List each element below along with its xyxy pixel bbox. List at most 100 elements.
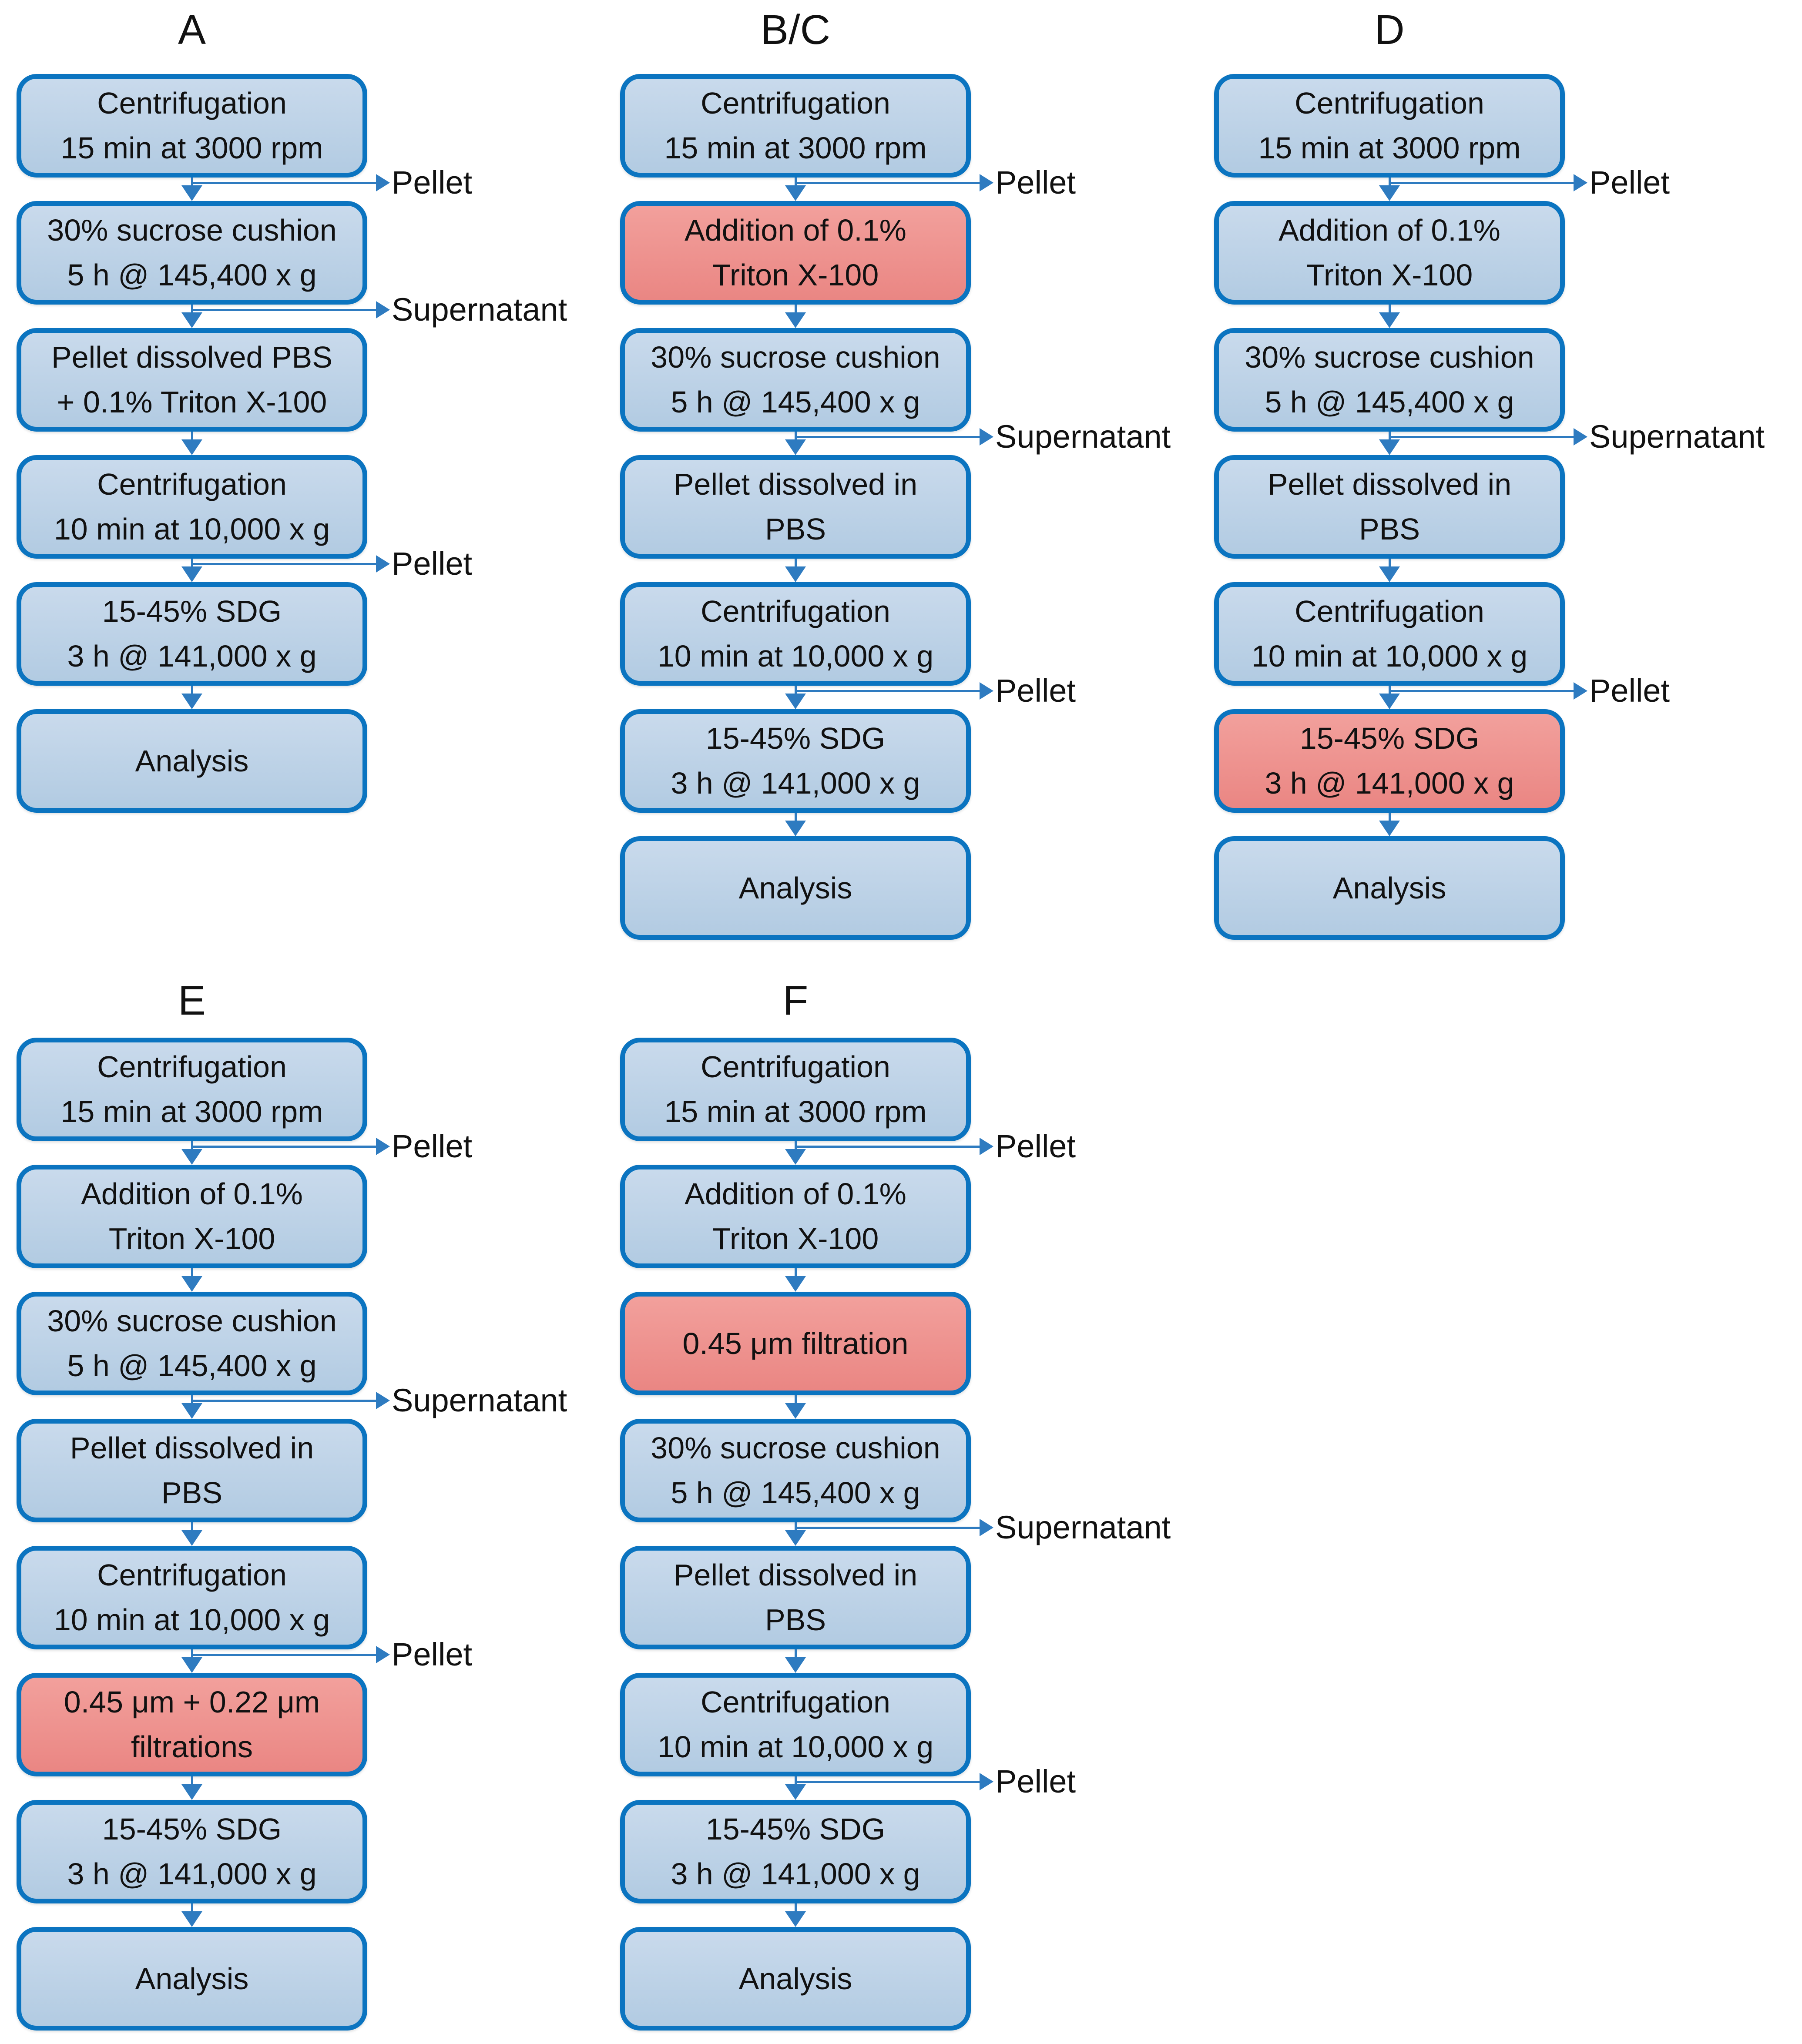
branch-arrowhead-icon <box>1574 174 1587 191</box>
step-line: Addition of 0.1% <box>685 1177 906 1211</box>
step-line: PBS <box>161 1476 223 1510</box>
branch-line <box>795 1781 980 1783</box>
branch-line <box>192 309 376 311</box>
step-line: 15 min at 3000 rpm <box>60 131 323 165</box>
flow-arrowhead-icon <box>181 185 202 201</box>
flow-arrowhead-icon <box>181 1530 202 1546</box>
flow-arrow-icon <box>191 1268 193 1278</box>
flow-arrowhead-icon <box>1379 821 1400 836</box>
flow-arrow-icon <box>1388 559 1391 568</box>
step-line: Pellet dissolved in <box>673 1558 918 1592</box>
step-line: Analysis <box>738 1961 852 1996</box>
column-title-BC: B/C <box>760 7 831 53</box>
flow-arrowhead-icon <box>181 1657 202 1673</box>
branch-arrowhead-icon <box>376 1392 390 1409</box>
branch-arrowhead-icon <box>980 428 993 446</box>
flow-arrowhead-icon <box>785 1784 806 1800</box>
step-line: 30% sucrose cushion <box>651 1431 940 1465</box>
branch-line <box>795 436 980 438</box>
branch-arrowhead-icon <box>376 555 390 573</box>
step-line: Addition of 0.1% <box>1279 213 1500 247</box>
step-line: 3 h @ 141,000 x g <box>67 639 317 673</box>
step-line: 3 h @ 141,000 x g <box>671 766 920 800</box>
step-line: Triton X-100 <box>712 1222 879 1256</box>
branch-arrowhead-icon <box>376 1646 390 1663</box>
step-line: filtrations <box>131 1730 253 1764</box>
step-line: Addition of 0.1% <box>685 213 906 247</box>
step-box-A-2: 30% sucrose cushion 5 h @ 145,400 x g <box>17 201 367 305</box>
branch-line <box>795 1527 980 1529</box>
step-line: Analysis <box>738 871 852 905</box>
flow-arrowhead-icon <box>785 1276 806 1292</box>
branch-arrowhead-icon <box>1574 682 1587 700</box>
step-line: Centrifugation <box>97 1050 287 1084</box>
step-box-A-1: Centrifugation 15 min at 3000 rpm <box>17 74 367 178</box>
branch-label-supernatant: Supernatant <box>392 1382 567 1418</box>
flow-arrowhead-icon <box>785 312 806 328</box>
step-line: PBS <box>765 1603 826 1637</box>
step-box-E-3: 30% sucrose cushion 5 h @ 145,400 x g <box>17 1292 367 1395</box>
flow-arrowhead-icon <box>181 1276 202 1292</box>
branch-line <box>192 563 376 565</box>
flow-arrow-icon <box>794 559 797 568</box>
branch-line <box>192 1146 376 1148</box>
flow-arrowhead-icon <box>181 439 202 455</box>
step-line: 3 h @ 141,000 x g <box>67 1857 317 1891</box>
flow-arrowhead-icon <box>181 566 202 582</box>
flow-arrowhead-icon <box>181 312 202 328</box>
flow-arrowhead-icon <box>785 1149 806 1165</box>
step-box-BC-5: Centrifugation 10 min at 10,000 x g <box>620 582 971 686</box>
step-line: 5 h @ 145,400 x g <box>67 258 317 292</box>
step-line: 30% sucrose cushion <box>1245 340 1534 374</box>
flow-arrowhead-icon <box>785 566 806 582</box>
flow-arrowhead-icon <box>785 439 806 455</box>
step-line: 10 min at 10,000 x g <box>657 639 934 673</box>
step-line: Triton X-100 <box>712 258 879 292</box>
step-box-F-2: Addition of 0.1% Triton X-100 <box>620 1165 971 1268</box>
branch-label-pellet: Pellet <box>392 1636 473 1672</box>
step-line: 30% sucrose cushion <box>47 1304 337 1338</box>
branch-arrowhead-icon <box>980 1773 993 1790</box>
step-line: 5 h @ 145,400 x g <box>671 385 920 419</box>
flow-arrow-icon <box>191 432 193 441</box>
branch-label-pellet: Pellet <box>392 1128 473 1164</box>
column-title-A: A <box>178 7 206 53</box>
flow-arrow-icon <box>1388 305 1391 314</box>
step-line: 5 h @ 145,400 x g <box>67 1349 317 1383</box>
branch-arrowhead-icon <box>1574 428 1587 446</box>
step-line: PBS <box>1359 512 1420 546</box>
flow-arrowhead-icon <box>1379 312 1400 328</box>
step-line: + 0.1% Triton X-100 <box>57 385 327 419</box>
step-box-D-2: Addition of 0.1% Triton X-100 <box>1214 201 1565 305</box>
step-line: Centrifugation <box>97 86 287 120</box>
step-box-E-4: Pellet dissolved in PBS <box>17 1419 367 1522</box>
step-box-BC-7: Analysis <box>620 836 971 940</box>
branch-arrowhead-icon <box>980 1519 993 1536</box>
step-line: 30% sucrose cushion <box>47 213 337 247</box>
flow-arrowhead-icon <box>1379 185 1400 201</box>
step-line: Analysis <box>135 1961 249 1996</box>
step-line: 15-45% SDG <box>1299 721 1480 755</box>
step-line: Centrifugation <box>1295 86 1484 120</box>
step-line: 10 min at 10,000 x g <box>54 1603 330 1637</box>
step-line: Centrifugation <box>701 594 890 628</box>
step-line: Analysis <box>135 744 249 778</box>
step-line: Pellet dissolved in <box>70 1431 314 1465</box>
step-line: 3 h @ 141,000 x g <box>1265 766 1514 800</box>
step-line: Centrifugation <box>701 1685 890 1719</box>
step-line: Triton X-100 <box>1306 258 1473 292</box>
flow-arrowhead-icon <box>181 694 202 709</box>
